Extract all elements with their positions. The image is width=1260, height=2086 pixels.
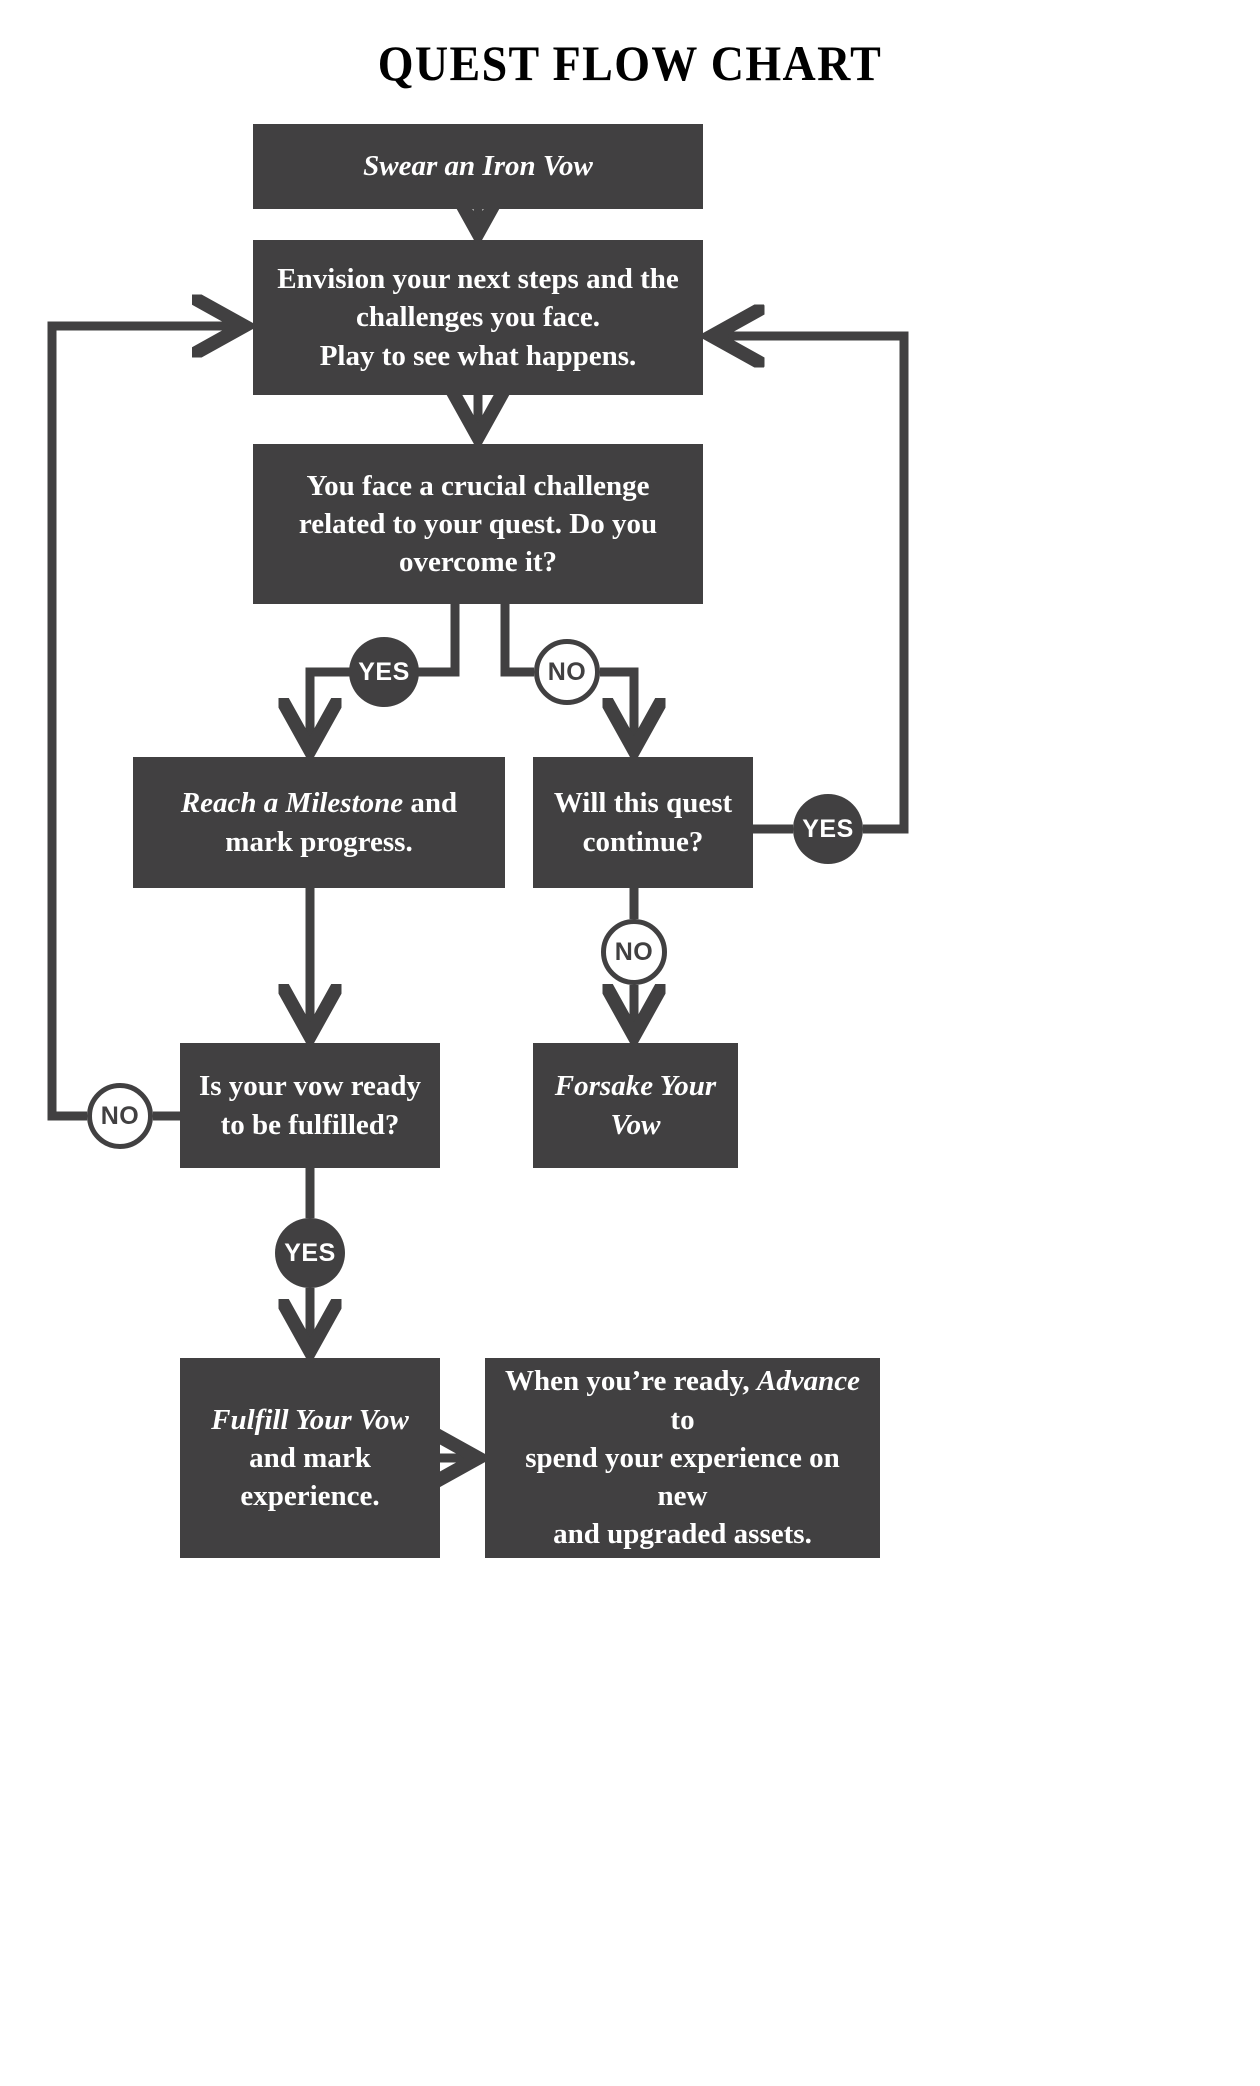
node-line-3: overcome it? xyxy=(398,546,558,579)
node-line-1: Will this quest xyxy=(553,787,733,820)
node-emphasis: Reach a Milestone xyxy=(180,787,404,820)
node-line-2: spend your experience on new xyxy=(525,1441,840,1513)
node-line-2: and mark xyxy=(249,1441,371,1474)
node-label: Envision your next steps and the challen… xyxy=(267,260,689,375)
node-line-2: Vow xyxy=(610,1108,661,1141)
badge-label: NO xyxy=(100,1101,140,1130)
badge-yes-overcome[interactable]: YES xyxy=(349,637,419,707)
node-label: Will this quest continue? xyxy=(547,784,739,861)
node-label: Swear an Iron Vow xyxy=(363,150,593,183)
node-line-1: Envision your next steps and the xyxy=(277,263,679,296)
node-line-1-post: to xyxy=(670,1403,695,1436)
badge-label: YES xyxy=(802,814,854,843)
node-label: Reach a Milestone and mark progress. xyxy=(147,784,491,861)
badge-yes-vow-ready[interactable]: YES xyxy=(275,1218,345,1288)
node-line-3: experience. xyxy=(240,1480,380,1513)
badge-no-continue[interactable]: NO xyxy=(601,919,667,985)
node-line-1: You face a crucial challenge xyxy=(306,469,650,502)
node-swear-an-iron-vow[interactable]: Swear an Iron Vow xyxy=(253,124,703,209)
node-line-1-pre: When you’re ready, xyxy=(505,1365,757,1398)
node-will-this-quest-continue[interactable]: Will this quest continue? xyxy=(533,757,753,888)
node-line-2: to be fulfilled? xyxy=(220,1108,400,1141)
node-label: You face a crucial challenge related to … xyxy=(267,467,689,582)
edge-yes-loop-to-envision xyxy=(717,336,909,834)
node-envision-next-steps[interactable]: Envision your next steps and the challen… xyxy=(253,240,703,395)
edge-yes-to-milestone xyxy=(310,667,349,745)
page-title: QUEST FLOW CHART xyxy=(377,35,883,91)
node-forsake-your-vow[interactable]: Forsake Your Vow xyxy=(533,1043,738,1168)
badge-label: NO xyxy=(547,657,587,686)
node-label: Forsake Your Vow xyxy=(547,1067,724,1144)
node-emphasis: Advance xyxy=(756,1365,860,1398)
badge-label: NO xyxy=(614,937,654,966)
node-reach-a-milestone[interactable]: Reach a Milestone and mark progress. xyxy=(133,757,505,888)
node-line-2: mark progress. xyxy=(225,825,413,858)
node-fulfill-your-vow[interactable]: Fulfill Your Vow and mark experience. xyxy=(180,1358,440,1558)
badge-yes-continue[interactable]: YES xyxy=(793,794,863,864)
badge-label: YES xyxy=(358,657,410,686)
node-line-1: Forsake Your xyxy=(554,1070,717,1103)
node-line-1-rest: and xyxy=(403,787,458,820)
badge-no-vow-ready[interactable]: NO xyxy=(87,1083,153,1149)
node-line-2: continue? xyxy=(582,825,704,858)
badge-label: YES xyxy=(284,1238,336,1267)
node-crucial-challenge[interactable]: You face a crucial challenge related to … xyxy=(253,444,703,604)
edge-challenge-to-no-badge xyxy=(500,604,534,677)
node-emphasis: Fulfill Your Vow xyxy=(211,1403,409,1436)
edge-no-loop-to-envision xyxy=(47,326,239,1121)
node-line-2: related to your quest. Do you xyxy=(298,507,658,540)
node-label: Fulfill Your Vow and mark experience. xyxy=(194,1401,426,1516)
node-is-your-vow-ready[interactable]: Is your vow ready to be fulfilled? xyxy=(180,1043,440,1168)
edge-no-to-quest-continue xyxy=(600,667,634,745)
node-line-1: Is your vow ready xyxy=(198,1070,422,1103)
node-advance-and-spend-experience[interactable]: When you’re ready, Advance to spend your… xyxy=(485,1358,880,1558)
node-label: Is your vow ready to be fulfilled? xyxy=(194,1067,426,1144)
node-line-3: and upgraded assets. xyxy=(553,1518,812,1551)
node-line-3: Play to see what happens. xyxy=(319,339,637,372)
badge-no-overcome[interactable]: NO xyxy=(534,639,600,705)
node-label: When you’re ready, Advance to spend your… xyxy=(499,1362,866,1553)
node-line-2: challenges you face. xyxy=(355,301,601,334)
